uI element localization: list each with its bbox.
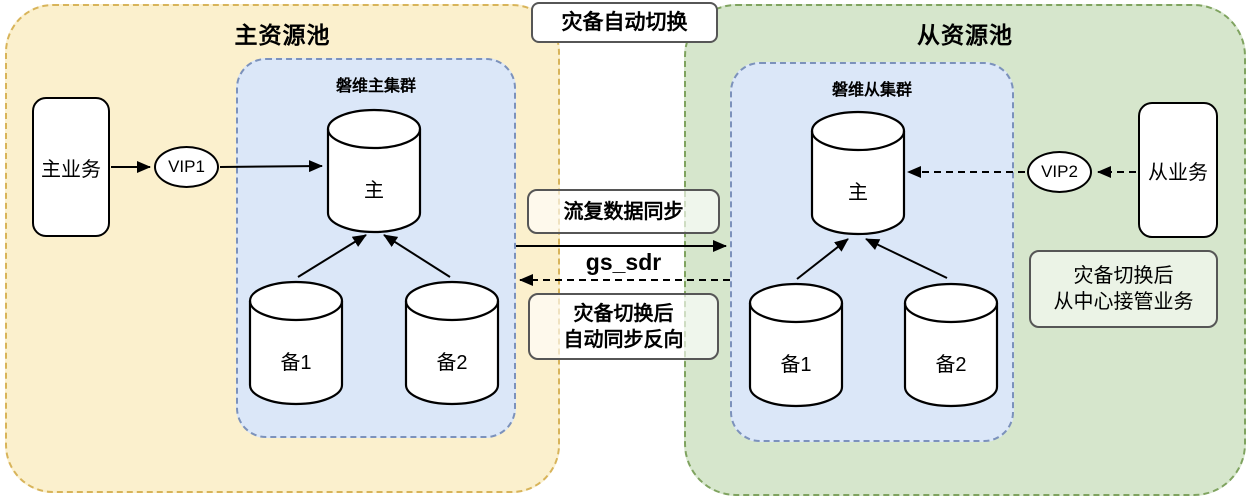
primary-main-db-cylinder: 主 xyxy=(326,108,422,234)
database-cylinder-icon xyxy=(404,280,500,406)
primary-pool-title: 主资源池 xyxy=(234,22,331,48)
database-cylinder-icon xyxy=(748,282,844,408)
takeover-line2: 从中心接管业务 xyxy=(1053,291,1194,313)
database-cylinder-icon xyxy=(810,110,906,236)
takeover-label-box: 灾备切换后 从中心接管业务 xyxy=(1029,250,1218,328)
reverse-sync-line2: 自动同步反向 xyxy=(563,328,684,351)
database-cylinder-icon xyxy=(903,282,999,408)
vip2-node: VIP2 xyxy=(1027,151,1092,193)
primary-business-node: 主业务 xyxy=(32,97,110,237)
secondary-cluster-title: 磐维从集群 xyxy=(831,82,912,99)
secondary-standby1-db-label: 备1 xyxy=(780,354,812,376)
secondary-business-node: 从业务 xyxy=(1138,102,1218,238)
secondary-business-label: 从业务 xyxy=(1148,161,1208,184)
primary-main-db-label: 主 xyxy=(364,180,384,202)
auto-switch-label: 灾备自动切换 xyxy=(561,10,688,34)
primary-standby2-db-cylinder: 备2 xyxy=(404,280,500,406)
stream-sync-label: 流复数据同步 xyxy=(563,200,684,223)
primary-business-label: 主业务 xyxy=(41,158,101,181)
vip2-label: VIP2 xyxy=(1041,162,1078,181)
secondary-pool-title: 从资源池 xyxy=(917,22,1013,48)
primary-cluster-title: 磐维主集群 xyxy=(335,78,416,95)
database-cylinder-icon xyxy=(248,280,344,406)
vip1-node: VIP1 xyxy=(154,146,219,188)
secondary-main-db-cylinder: 主 xyxy=(810,110,906,236)
reverse-sync-label-box: 灾备切换后 自动同步反向 xyxy=(528,293,719,360)
primary-standby1-db-label: 备1 xyxy=(280,352,312,374)
secondary-standby1-db-cylinder: 备1 xyxy=(748,282,844,408)
reverse-sync-line1: 灾备切换后 xyxy=(573,302,674,325)
secondary-standby2-db-cylinder: 备2 xyxy=(903,282,999,408)
secondary-main-db-label: 主 xyxy=(848,182,868,204)
database-cylinder-icon xyxy=(326,108,422,234)
secondary-standby2-db-label: 备2 xyxy=(935,354,967,376)
gs-sdr-label: gs_sdr xyxy=(585,249,662,275)
auto-switch-label-box: 灾备自动切换 xyxy=(531,2,718,43)
stream-sync-label-box: 流复数据同步 xyxy=(527,189,720,234)
primary-standby1-db-cylinder: 备1 xyxy=(248,280,344,406)
takeover-line1: 灾备切换后 xyxy=(1073,265,1174,287)
vip1-label: VIP1 xyxy=(168,157,205,176)
primary-standby2-db-label: 备2 xyxy=(436,352,468,374)
